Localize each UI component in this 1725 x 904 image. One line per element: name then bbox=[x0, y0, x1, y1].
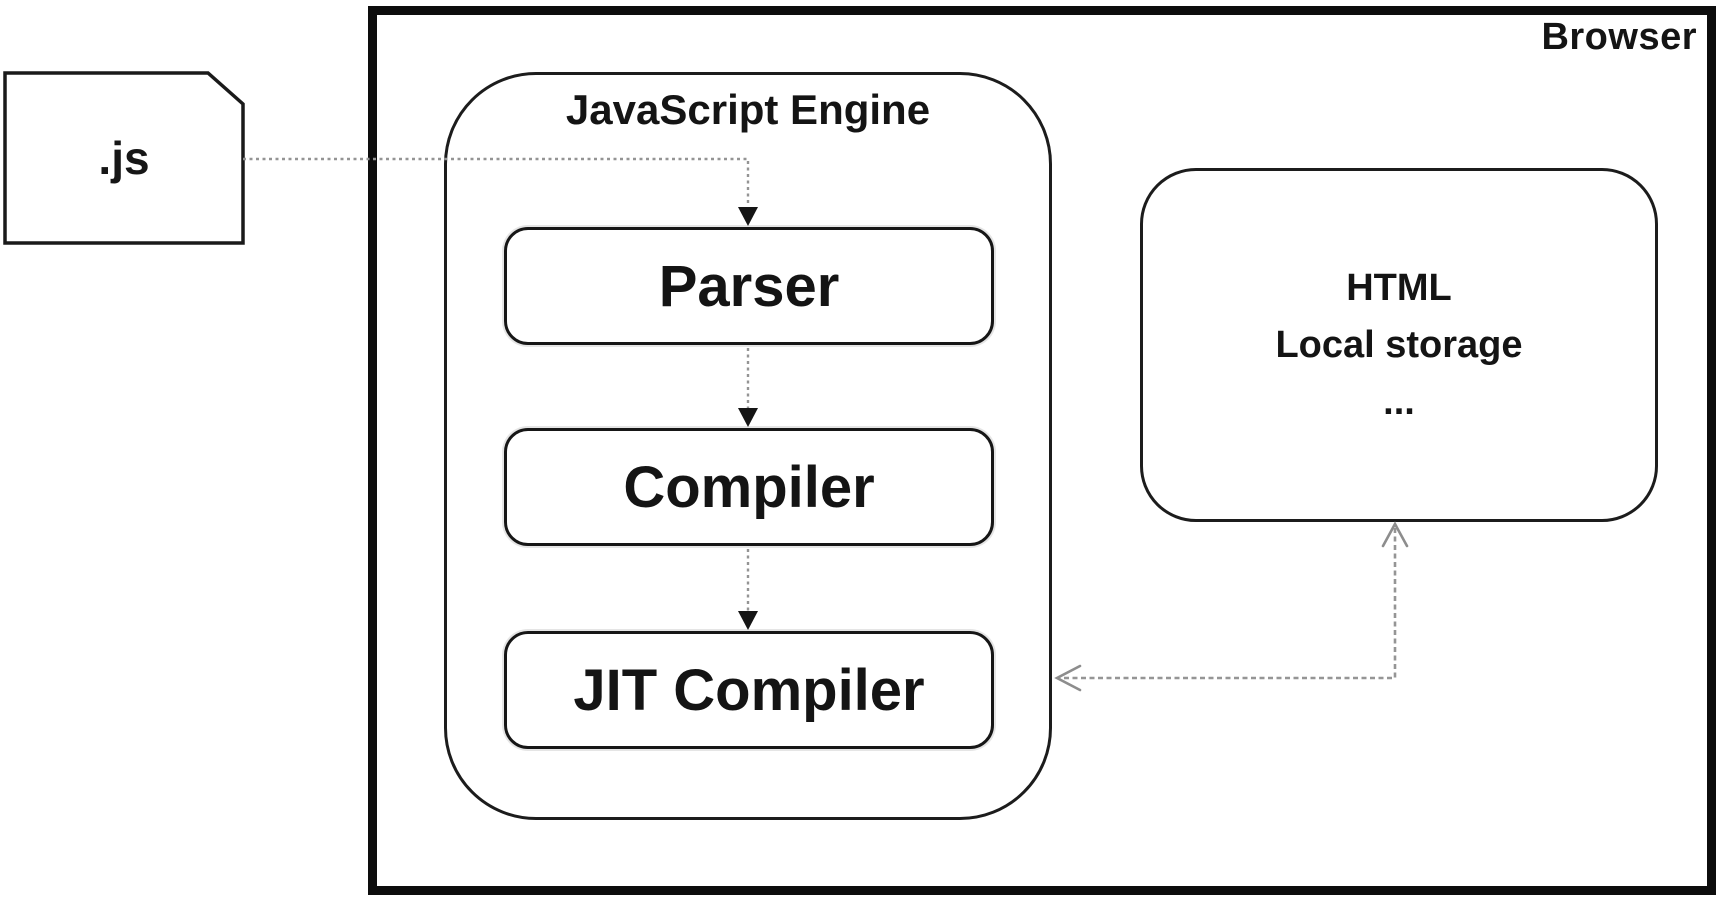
js-file-label: .js bbox=[98, 132, 150, 184]
storage-line-local-storage: Local storage bbox=[1275, 323, 1523, 366]
storage-line-html: HTML bbox=[1346, 266, 1452, 309]
browser-label: Browser bbox=[1541, 16, 1697, 58]
storage-line-ellipsis: ... bbox=[1383, 380, 1415, 423]
storage-box: HTML Local storage ... bbox=[1140, 168, 1658, 522]
stage-box-compiler: Compiler bbox=[504, 428, 994, 546]
stage-label-jit-compiler: JIT Compiler bbox=[573, 657, 925, 723]
javascript-engine-label: JavaScript Engine bbox=[565, 86, 931, 133]
stage-box-jit-compiler: JIT Compiler bbox=[504, 631, 994, 749]
stage-label-compiler: Compiler bbox=[623, 454, 875, 520]
stage-label-parser: Parser bbox=[658, 253, 840, 319]
stage-box-parser: Parser bbox=[504, 227, 994, 345]
